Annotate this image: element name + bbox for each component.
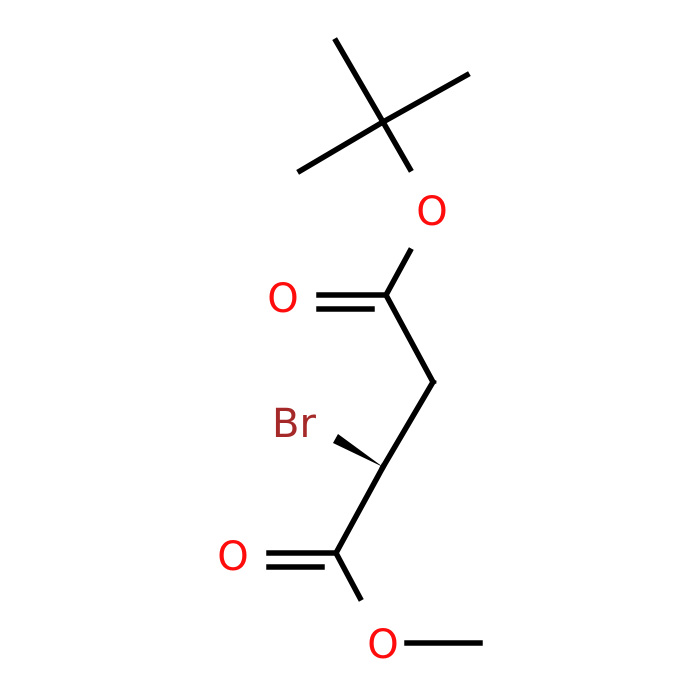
bond-ch2-to-chbr — [379, 378, 437, 471]
oxygen-label-carbonyl-bottom: O — [217, 534, 248, 580]
bond-tbutyl-methyl-left — [296, 118, 387, 175]
oxygen-label-carbonyl-top: O — [267, 276, 298, 322]
wedge-bond-to-br — [333, 434, 383, 467]
bromine-label: Br — [272, 401, 316, 447]
bond-carbonyl-to-ch2 — [382, 291, 437, 386]
oxygen-label-ether-top: O — [416, 189, 447, 235]
bond-carbonyl-bottom-to-oxygen — [332, 549, 364, 602]
bond-oxygen-to-carbonyl-top — [382, 247, 414, 299]
bond-tbutyl-methyl-top — [332, 37, 387, 126]
bond-chbr-to-carbonyl-bottom — [332, 463, 387, 557]
bond-tbutyl-to-oxygen — [379, 118, 414, 173]
bond-tbutyl-methyl-right — [379, 71, 471, 126]
oxygen-label-ether-bottom: O — [367, 622, 398, 668]
